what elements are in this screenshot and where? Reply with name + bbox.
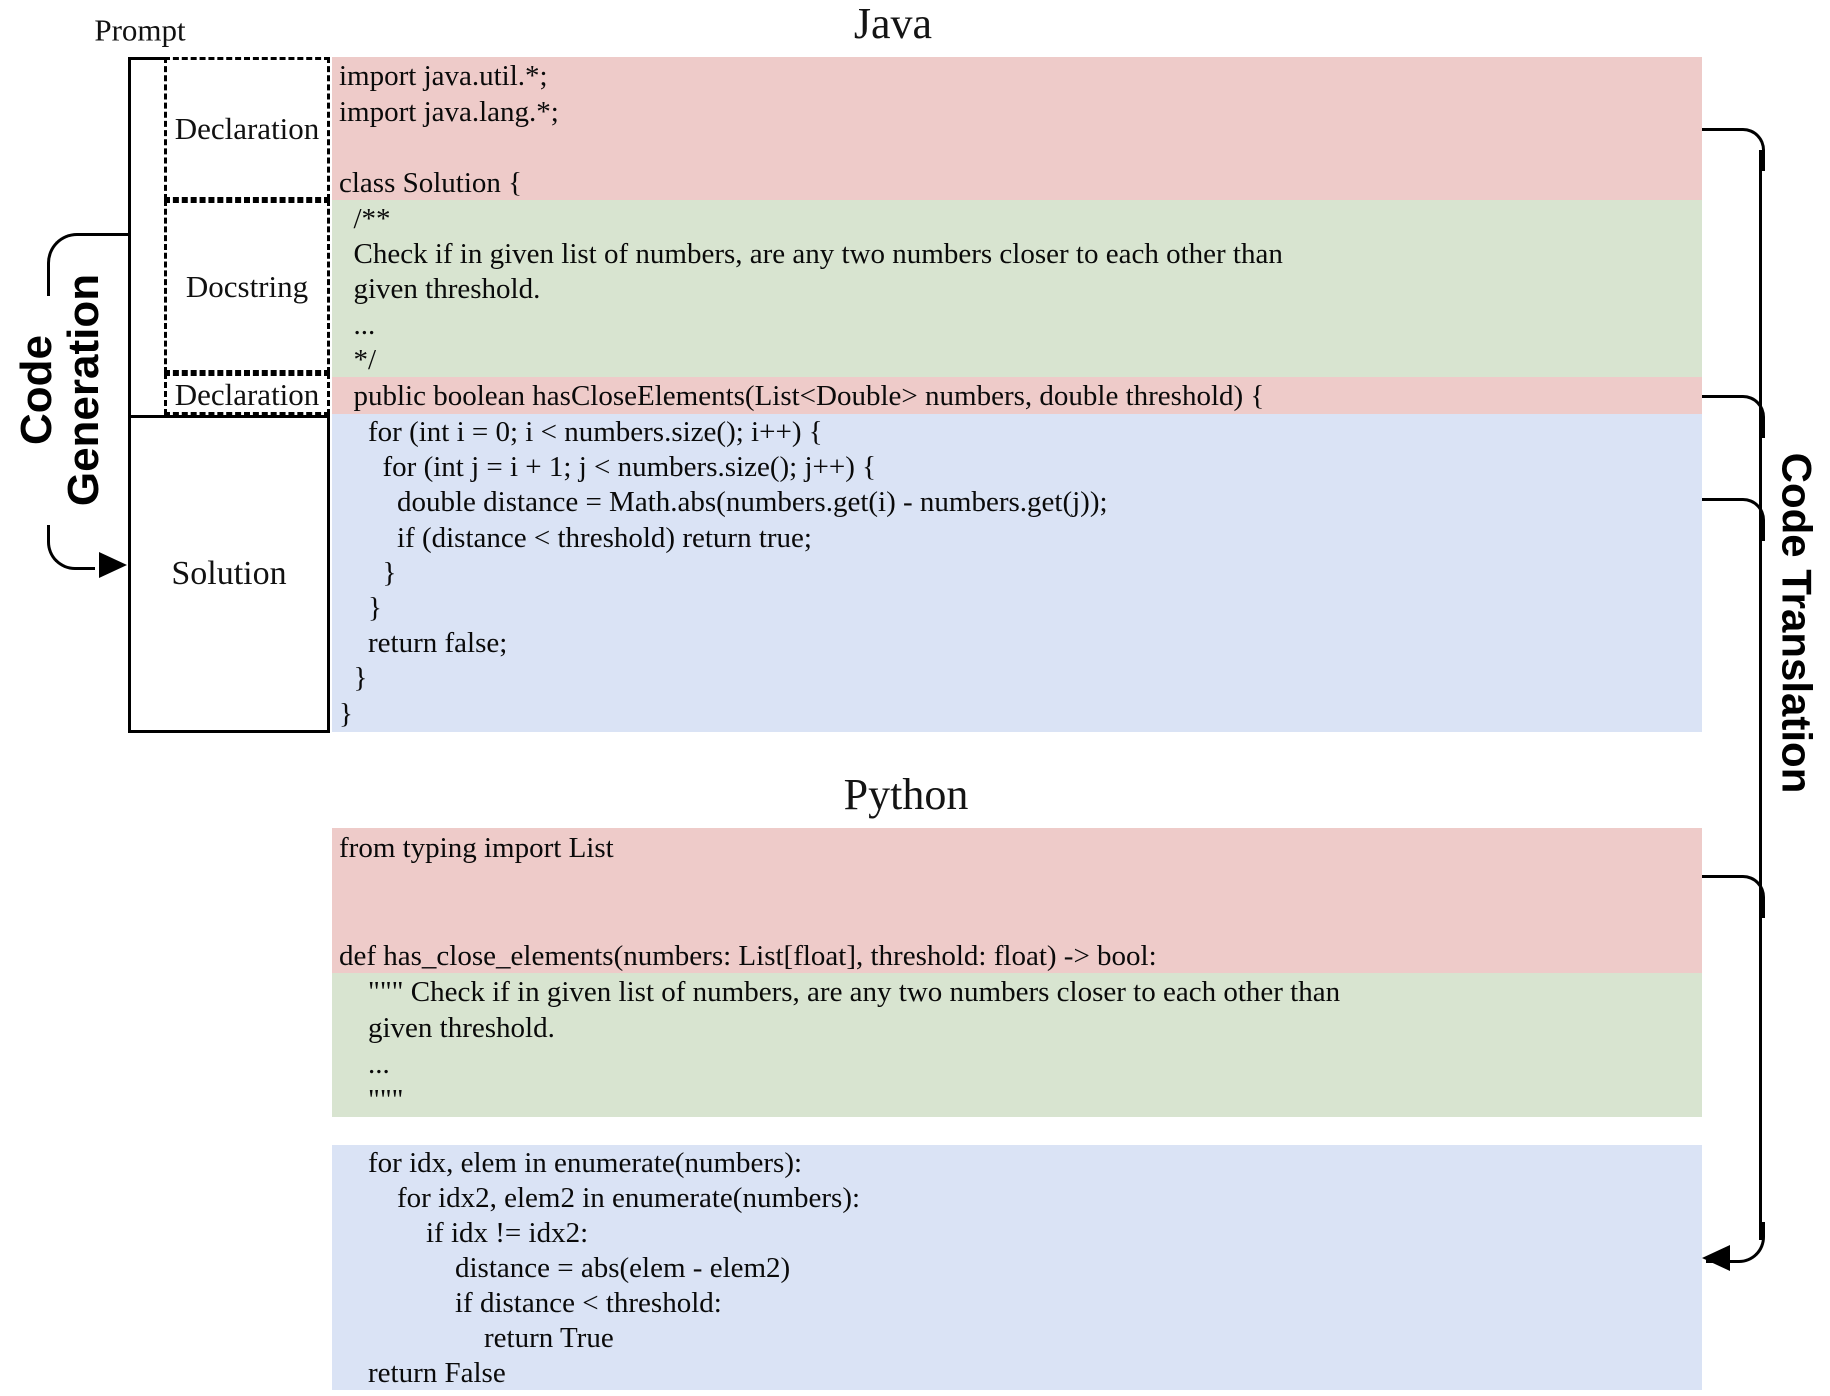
generation-arrowhead-icon [99, 552, 127, 578]
code-translation-label: Code Translation [1773, 452, 1821, 794]
java-declaration-code: import java.util.*;import java.lang.*; c… [332, 57, 1702, 200]
code-line: if idx != idx2: [339, 1217, 589, 1249]
code-line: Check if in given list of numbers, are a… [339, 238, 1283, 271]
generation-connector-top [47, 233, 131, 296]
java-docstring-code: /** Check if in given list of numbers, a… [332, 200, 1702, 377]
solution-label: Solution [171, 555, 287, 592]
code-line: Code [12, 335, 61, 445]
code-line: return False [339, 1357, 506, 1389]
translation-connector-trunk [1759, 150, 1762, 1240]
translation-connector-java-declaration [1702, 128, 1765, 171]
code-line: ... [339, 308, 376, 341]
code-line: from typing import List [339, 832, 614, 864]
code-line: import java.lang.*; [339, 95, 559, 128]
java-solution-code: for (int i = 0; i < numbers.size(); i++)… [332, 414, 1702, 732]
translation-arrowhead-icon [1702, 1245, 1730, 1271]
translation-connector-python-declaration [1702, 875, 1765, 918]
code-line: return false; [339, 627, 508, 660]
code-line: double distance = Math.abs(numbers.get(i… [339, 486, 1108, 519]
translation-connector-java-method-declaration [1702, 395, 1765, 438]
translation-connector-java-solution [1702, 498, 1765, 541]
code-line: import java.util.*; [339, 60, 548, 92]
java-declaration-block-1: import java.util.*;import java.lang.*; c… [332, 57, 1702, 200]
code-line: """ Check if in given list of numbers, a… [339, 976, 1341, 1008]
code-line: for idx2, elem2 in enumerate(numbers): [339, 1182, 861, 1214]
python-docstring-code: """ Check if in given list of numbers, a… [332, 973, 1702, 1117]
code-line: */ [339, 343, 377, 376]
code-line: Generation [59, 273, 108, 507]
code-line: for (int i = 0; i < numbers.size(); i++)… [339, 416, 823, 448]
code-line [339, 866, 1702, 902]
prompt-box-edge [128, 57, 167, 418]
python-docstring-block: """ Check if in given list of numbers, a… [332, 973, 1702, 1117]
python-declaration-code: from typing import List def has_close_el… [332, 828, 1702, 973]
java-solution-block: for (int i = 0; i < numbers.size(); i++)… [332, 414, 1702, 732]
java-method-declaration-code: public boolean hasCloseElements(List<Dou… [332, 377, 1702, 414]
code-line: } [339, 697, 353, 730]
code-line [339, 902, 1702, 938]
code-line: ... [339, 1048, 390, 1080]
code-line: """ [339, 1084, 404, 1116]
code-line: public boolean hasCloseElements(List<Dou… [339, 380, 1265, 412]
code-line: return True [339, 1322, 614, 1354]
docstring-label-box: Docstring [164, 200, 330, 373]
docstring-label: Docstring [185, 269, 309, 304]
declaration-label-2: Declaration [174, 376, 320, 412]
python-solution-code: for idx, elem in enumerate(numbers): for… [332, 1145, 1702, 1390]
java-declaration-block-2: public boolean hasCloseElements(List<Dou… [332, 377, 1702, 414]
generation-connector-bottom [47, 525, 95, 570]
code-line: if (distance < threshold) return true; [339, 521, 812, 554]
translation-connector-bottom [1706, 1222, 1765, 1263]
code-line: given threshold. [339, 1012, 555, 1044]
code-line: } [339, 592, 382, 625]
code-line [339, 130, 1702, 166]
code-line: } [339, 662, 368, 695]
solution-label-box: Solution [128, 415, 330, 733]
prompt-label: Prompt [94, 12, 186, 48]
java-docstring-block: /** Check if in given list of numbers, a… [332, 200, 1702, 377]
code-line: given threshold. [339, 273, 541, 306]
code-line: /** [339, 203, 391, 235]
code-line: distance = abs(elem - elem2) [339, 1252, 791, 1284]
python-solution-block: for idx, elem in enumerate(numbers): for… [332, 1145, 1702, 1390]
java-section-title: Java [853, 0, 933, 48]
declaration-label-box-2: Declaration [164, 373, 330, 415]
code-line: class Solution { [339, 166, 523, 199]
code-line: for (int j = i + 1; j < numbers.size(); … [339, 451, 877, 484]
python-section-title: Python [843, 770, 969, 819]
declaration-label-box-1: Declaration [164, 57, 330, 200]
code-line: if distance < threshold: [339, 1287, 722, 1319]
declaration-label-1: Declaration [174, 111, 320, 146]
code-line: for idx, elem in enumerate(numbers): [339, 1147, 803, 1179]
python-declaration-block: from typing import List def has_close_el… [332, 828, 1702, 973]
code-line: } [339, 556, 397, 589]
code-line: def has_close_elements(numbers: List[flo… [339, 940, 1157, 972]
